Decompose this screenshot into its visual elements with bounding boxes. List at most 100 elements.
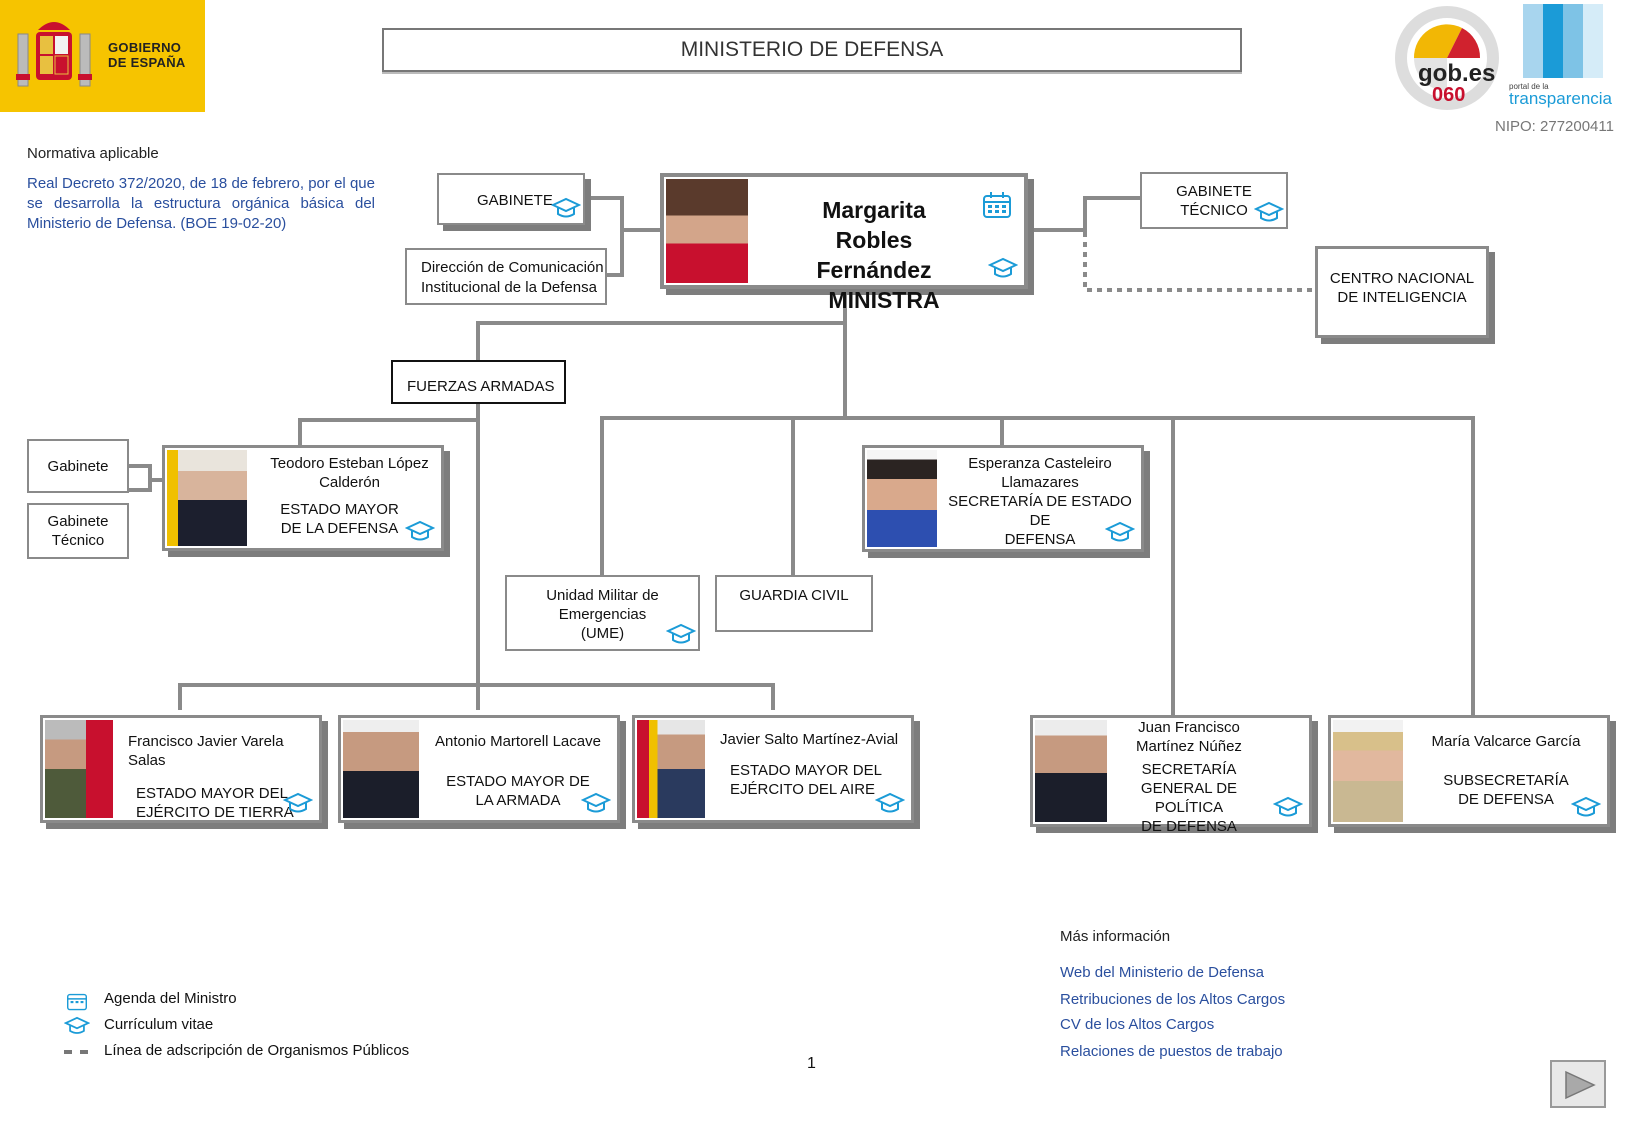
subdef-role-line1: SUBSECRETARÍA bbox=[1443, 772, 1569, 789]
jemad-role-line2: DE LA DEFENSA bbox=[280, 520, 399, 537]
sedef-name-line2: Llamazares bbox=[1001, 474, 1079, 491]
segenpol-name-line1: Juan Francisco bbox=[1138, 719, 1240, 736]
guardia-civil-box[interactable]: GUARDIA CIVIL bbox=[715, 575, 873, 632]
gabinete-label: GABINETE bbox=[477, 192, 553, 209]
ume-box[interactable]: Unidad Militar de Emergencias (UME) bbox=[505, 575, 700, 651]
dashed-line-icon bbox=[64, 1050, 88, 1054]
agenda-calendar-icon[interactable] bbox=[982, 191, 1012, 219]
gob-logo-main: gob.es bbox=[1418, 60, 1496, 87]
comunicacion-line1: Dirección de Comunicación bbox=[421, 259, 604, 276]
comunicacion-line2: Institucional de la Defensa bbox=[421, 279, 597, 296]
jemad-name-line1: Teodoro Esteban López bbox=[270, 455, 429, 472]
gabinete-tecnico-line2: TÉCNICO bbox=[1180, 202, 1248, 219]
cv-cap-icon[interactable] bbox=[666, 623, 696, 647]
jemad-gabinete-label: Gabinete bbox=[47, 458, 109, 475]
ajema-photo bbox=[343, 720, 419, 818]
ajema-role-line1: ESTADO MAYOR DE bbox=[446, 773, 590, 790]
cv-cap-icon[interactable] bbox=[1254, 201, 1284, 225]
graduation-cap-icon bbox=[64, 1016, 90, 1034]
minister-name-line1: Margarita Robles bbox=[822, 197, 926, 253]
jemad-card[interactable]: Teodoro Esteban López Calderón ESTADO MA… bbox=[162, 445, 444, 551]
ume-line3: (UME) bbox=[580, 625, 625, 642]
fuerzas-armadas-box[interactable]: FUERZAS ARMADAS bbox=[391, 360, 566, 404]
link-relaciones-puestos[interactable]: Relaciones de puestos de trabajo bbox=[1060, 1043, 1283, 1060]
ajema-card[interactable]: Antonio Martorell Lacave ESTADO MAYOR DE… bbox=[338, 715, 620, 823]
page-number: 1 bbox=[807, 1055, 816, 1072]
segenpol-role-line1: SECRETARÍA bbox=[1141, 761, 1237, 778]
minister-role: MINISTRA bbox=[828, 287, 940, 313]
subdef-card[interactable]: María Valcarce García SUBSECRETARÍA DE D… bbox=[1328, 715, 1610, 827]
gov-logo-line1: GOBIERNO bbox=[108, 40, 182, 55]
page-title-text: MINISTERIO DE DEFENSA bbox=[680, 38, 944, 61]
cv-cap-icon[interactable] bbox=[1105, 521, 1135, 545]
next-page-button[interactable] bbox=[1550, 1060, 1606, 1108]
ume-line1: Unidad Militar de bbox=[546, 587, 659, 604]
sedef-role-line1: SECRETARÍA DE ESTADO DE bbox=[948, 493, 1132, 529]
gabinete-tecnico-box[interactable]: GABINETE TÉCNICO bbox=[1140, 172, 1288, 229]
cni-line2: DE INTELIGENCIA bbox=[1337, 289, 1467, 306]
subdef-photo bbox=[1333, 720, 1403, 822]
cv-cap-icon[interactable] bbox=[283, 792, 313, 816]
minister-card[interactable]: Margarita Robles Fernández MINISTRA bbox=[660, 173, 1028, 313]
guardia-civil-label: GUARDIA CIVIL bbox=[739, 587, 849, 604]
gob-es-emblem-icon bbox=[1395, 6, 1499, 110]
sedef-role-line2: DEFENSA bbox=[1004, 531, 1076, 548]
jema-role-line2: EJÉRCITO DEL AIRE bbox=[730, 781, 876, 798]
ajema-name: Antonio Martorell Lacave bbox=[435, 733, 601, 750]
cv-cap-icon[interactable] bbox=[581, 792, 611, 816]
subdef-role-line2: DE DEFENSA bbox=[1458, 791, 1554, 808]
link-web-ministerio[interactable]: Web del Ministerio de Defensa bbox=[1060, 964, 1264, 981]
jeme-card[interactable]: Francisco Javier Varela Salas ESTADO MAY… bbox=[40, 715, 322, 823]
gabinete-box[interactable]: GABINETE bbox=[437, 173, 585, 225]
sedef-name-line1: Esperanza Casteleiro bbox=[968, 455, 1112, 472]
cni-line1: CENTRO NACIONAL bbox=[1329, 270, 1475, 287]
segenpol-role-line2: GENERAL DE POLÍTICA bbox=[1140, 780, 1238, 816]
fuerzas-armadas-label: FUERZAS ARMADAS bbox=[407, 378, 555, 395]
jeme-role-line1: ESTADO MAYOR DEL bbox=[136, 785, 288, 802]
link-retribuciones[interactable]: Retribuciones de los Altos Cargos bbox=[1060, 991, 1286, 1008]
sedef-card[interactable]: Esperanza Casteleiro Llamazares SECRETAR… bbox=[862, 445, 1144, 552]
jeme-role-line2: EJÉRCITO DE TIERRA bbox=[136, 804, 294, 821]
cni-box[interactable]: CENTRO NACIONAL DE INTELIGENCIA bbox=[1315, 246, 1489, 338]
minister-photo bbox=[666, 179, 748, 283]
mas-info-heading: Más información bbox=[1060, 928, 1171, 945]
sedef-photo bbox=[867, 450, 937, 547]
gov-logo-line2: DE ESPAÑA bbox=[108, 55, 186, 70]
page-title: MINISTERIO DE DEFENSA bbox=[382, 28, 1242, 72]
cv-cap-icon[interactable] bbox=[875, 792, 905, 816]
transparencia-logo[interactable]: portal de la transparencia bbox=[1505, 2, 1620, 112]
gob-logo-number: 060 bbox=[1432, 84, 1466, 106]
link-cv-altos-cargos[interactable]: CV de los Altos Cargos bbox=[1060, 1016, 1215, 1033]
jeme-photo bbox=[45, 720, 113, 818]
jemad-gabinete-box[interactable]: Gabinete bbox=[27, 439, 129, 493]
minister-name-line2: Fernández bbox=[816, 257, 932, 283]
jeme-name: Francisco Javier Varela Salas bbox=[128, 733, 284, 769]
gob-es-logo[interactable]: gob.es 060 bbox=[1392, 0, 1502, 112]
jema-role-line1: ESTADO MAYOR DEL bbox=[730, 762, 882, 779]
segenpol-card[interactable]: Juan Francisco Martínez Núñez SECRETARÍA… bbox=[1030, 715, 1312, 835]
cv-cap-icon[interactable] bbox=[1273, 796, 1303, 820]
ume-line2: Emergencias bbox=[558, 606, 647, 623]
transparencia-small: portal de la bbox=[1509, 82, 1549, 91]
play-arrow-icon bbox=[1565, 1070, 1596, 1100]
segenpol-name-line2: Martínez Núñez bbox=[1136, 738, 1242, 755]
jema-card[interactable]: Javier Salto Martínez-Avial ESTADO MAYOR… bbox=[632, 715, 914, 823]
comunicacion-box[interactable]: Dirección de Comunicación Institucional … bbox=[405, 248, 607, 305]
legend-linea: Línea de adscripción de Organismos Públi… bbox=[104, 1042, 410, 1059]
cv-cap-icon[interactable] bbox=[988, 257, 1018, 281]
segenpol-photo bbox=[1035, 720, 1107, 822]
normativa-heading: Normativa aplicable bbox=[27, 145, 159, 162]
cv-cap-icon[interactable] bbox=[405, 520, 435, 544]
jemad-role-line1: ESTADO MAYOR bbox=[280, 501, 399, 518]
gabinete-tecnico-line1: GABINETE bbox=[1176, 183, 1252, 200]
legend-cv: Currículum vitae bbox=[104, 1016, 214, 1033]
jemad-name-line2: Calderón bbox=[319, 474, 380, 491]
cv-cap-icon[interactable] bbox=[551, 197, 581, 221]
jemad-gabinete-tecnico-box[interactable]: Gabinete Técnico bbox=[27, 503, 129, 559]
jemad-gab-tecnico-line2: Técnico bbox=[51, 532, 105, 549]
jemad-photo bbox=[167, 450, 247, 546]
cv-cap-icon[interactable] bbox=[1571, 796, 1601, 820]
normativa-link[interactable]: Real Decreto 372/2020, de 18 de febrero,… bbox=[27, 175, 375, 232]
ajema-role-line2: LA ARMADA bbox=[475, 792, 561, 809]
